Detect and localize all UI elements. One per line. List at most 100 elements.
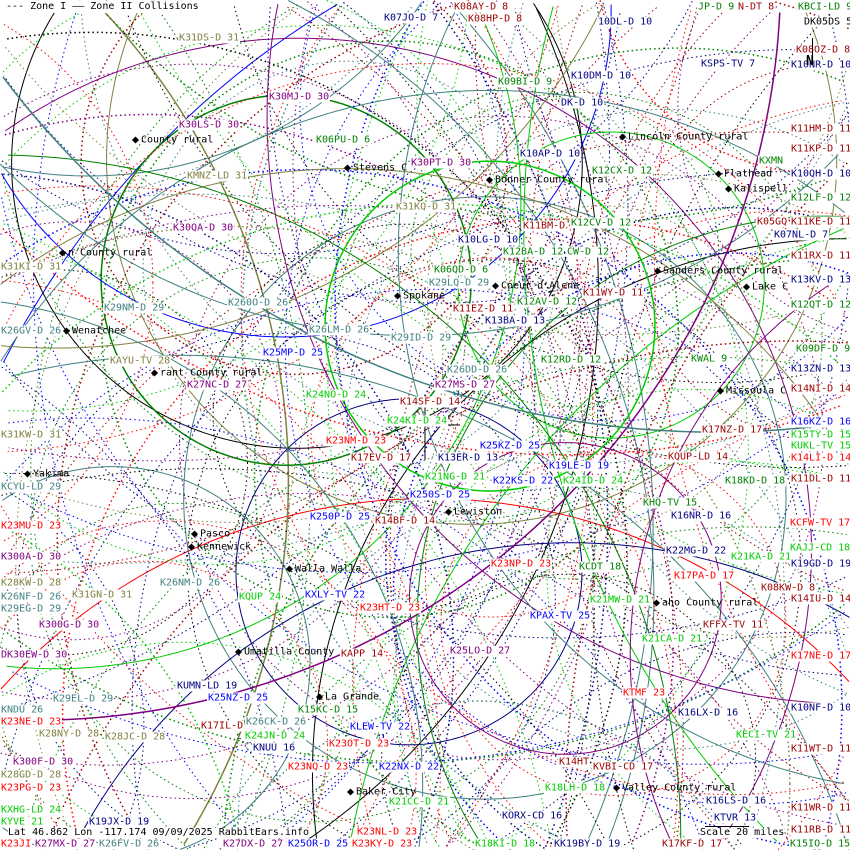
station-label[interactable]: KNUU 16 [252,742,297,754]
station-label[interactable]: K31DS-D 31 [178,32,241,44]
station-label[interactable]: KPAX-TV 25 [529,610,592,622]
station-label[interactable]: K26NM-D 26 [159,577,222,589]
station-label[interactable]: K300A-D 30 [0,551,63,563]
station-label[interactable]: KHQ-TV 15 [642,497,699,509]
station-label[interactable]: K23NQ-D 23 [287,761,350,773]
station-label[interactable]: K26FV-D 26 [98,838,161,850]
station-label[interactable]: K24KI-D 24 [386,415,449,427]
station-label[interactable]: K18KI-D 18 [474,838,537,850]
station-label[interactable]: K250S-D 25 [409,489,472,501]
station-label[interactable]: K260O-D 26 [227,297,290,309]
station-label[interactable]: KSPS-TV 7 [700,58,757,70]
station-label[interactable]: K28GD-D 28 [0,769,63,781]
station-label[interactable]: K14HT [558,756,591,768]
station-label[interactable]: K16KZ-D 16 [790,416,850,428]
station-label[interactable]: 10DL-D 10 [597,16,654,28]
station-label[interactable]: K27MX-D 27 [34,838,97,850]
station-label[interactable]: K19GD-D 19 [790,558,850,570]
station-label[interactable]: K10LG-D 10 [457,234,520,246]
station-label[interactable]: K14NI-D 14 [790,383,850,395]
station-label[interactable]: K08AY-D 8 [453,1,510,13]
station-label[interactable]: K24ID-D 24 [562,475,625,487]
station-label[interactable]: KQUP-LD 14 [667,451,730,463]
station-label[interactable]: K11EZ-D 11 [452,303,515,315]
station-label[interactable]: K25NZ-D 25 [207,692,270,704]
station-label[interactable]: K18KD-D 18 [724,475,787,487]
station-label[interactable]: K11WR-D 11 [790,802,850,814]
station-label[interactable]: K31KI-D 31 [0,261,63,273]
station-label[interactable]: K21CC-D 21 [388,796,451,808]
station-label[interactable]: DK30EW-D 30 [0,649,69,661]
station-label[interactable]: K21KA-D 21 [730,551,793,563]
station-label[interactable]: KXHG-LD 24 [0,804,63,816]
station-label[interactable]: K26GV-D 26 [0,325,63,337]
station-label[interactable]: K11BM-D [522,220,567,232]
station-label[interactable]: K24NO-D 24 [305,389,368,401]
station-label[interactable]: K23NP-D 23 [490,558,553,570]
station-label[interactable]: KMNZ-LD 31 [186,170,249,182]
station-label[interactable]: K30MJ-D 30 [268,91,331,103]
station-label[interactable]: K300G-D 30 [38,619,101,631]
station-label[interactable]: K25MP-D 25 [262,347,325,359]
station-label[interactable]: K25KZ-D 25 [479,440,542,452]
station-label[interactable]: K22MG-D 22 [665,545,728,557]
station-label[interactable]: K06QD-D 6 [433,264,490,276]
station-label[interactable]: K21CA-D 21 [641,633,704,645]
station-label[interactable]: K19JX-D 19 [88,816,151,828]
station-label[interactable]: K11DL-D 11 [790,473,850,485]
station-label[interactable]: KUMN-LD 19 [176,680,239,692]
station-label[interactable]: K16LX-D 16 [677,707,740,719]
station-label[interactable]: K29ID-D 29 [390,332,453,344]
station-label[interactable]: K17NZ-D 17 [701,424,764,436]
station-label[interactable]: K31KQ-D 31 [395,201,458,213]
station-label[interactable]: K12RD-D 12 [540,354,603,366]
station-label[interactable]: K19LE-D 19 [548,460,611,472]
station-label[interactable]: K24JN-D 24 [244,730,307,742]
station-label[interactable]: K28KW-D 28 [0,577,63,589]
station-label[interactable]: K23NE-D 23 [0,716,63,728]
station-label[interactable]: K30PT-D 30 [410,157,473,169]
station-label[interactable]: K23NM-D 23 [325,435,388,447]
station-label[interactable]: K29NM-D 29 [103,302,166,314]
station-label[interactable]: K12LF-D 12 [790,192,850,204]
station-label[interactable]: K12BA-D 12 [502,246,565,258]
station-label[interactable]: K12CX-D 12 [591,165,654,177]
station-label[interactable]: KVBI-CD 17 [592,761,655,773]
station-label[interactable]: KORX-CD 16 [501,810,564,822]
station-label[interactable]: K26NF-D 26 [0,591,63,603]
station-label[interactable]: K14BF-D 14 [374,515,437,527]
station-label[interactable]: K05GQ [756,216,789,228]
station-label[interactable]: K23KY-D 23 [351,838,414,850]
station-label[interactable]: KXMN [758,155,785,167]
station-label[interactable]: KK19BY-D 19 [553,838,622,850]
station-label[interactable]: K10QH-D 10 [790,168,850,180]
station-label[interactable]: K14IU-D 14 [790,593,850,605]
station-label[interactable]: K18LH-D 18 [544,782,607,794]
station-label[interactable]: K13ER-D 13 [437,452,500,464]
station-label[interactable]: K16LS-D 16 [705,795,768,807]
station-label[interactable]: K28NY-D 28 [38,728,101,740]
station-label[interactable]: KECI-TV 21 [735,729,798,741]
station-label[interactable]: K23JI [0,838,33,850]
station-label[interactable]: K13ZN-D 13 [790,363,850,375]
station-label[interactable]: KXLY-TV 22 [304,589,367,601]
station-label[interactable]: K31KW-D 31 [0,429,63,441]
station-label[interactable]: K15KC-D 15 [297,704,360,716]
station-label[interactable]: K23HT-D 23 [359,602,422,614]
station-label[interactable]: K07JO-D 7 [383,12,440,24]
station-label[interactable]: K12CV-D 12 [570,217,633,229]
station-label[interactable]: K23NL-D 23 [356,826,419,838]
station-label[interactable]: K25LO-D 27 [449,645,512,657]
station-label[interactable]: K23PG-D 23 [0,782,63,794]
station-label[interactable]: K13KV-D 13 [790,274,850,286]
station-label[interactable]: K14SF-D 14 [399,396,462,408]
station-label[interactable]: KCDT 18 [578,561,623,573]
station-label[interactable]: K29EL-D 29 [52,693,115,705]
station-label[interactable]: K26LM-D 26 [308,324,371,336]
station-label[interactable]: K27DX-D 27 [222,838,285,850]
station-label[interactable]: KAJJ-CD 18 [789,542,850,554]
station-label[interactable]: K11WY-D 11 [582,287,645,299]
station-label[interactable]: K12AV-D 12 [516,296,579,308]
station-label[interactable]: K23OT-D 23 [328,738,391,750]
station-label[interactable]: K11KE-D 11 [790,216,850,228]
